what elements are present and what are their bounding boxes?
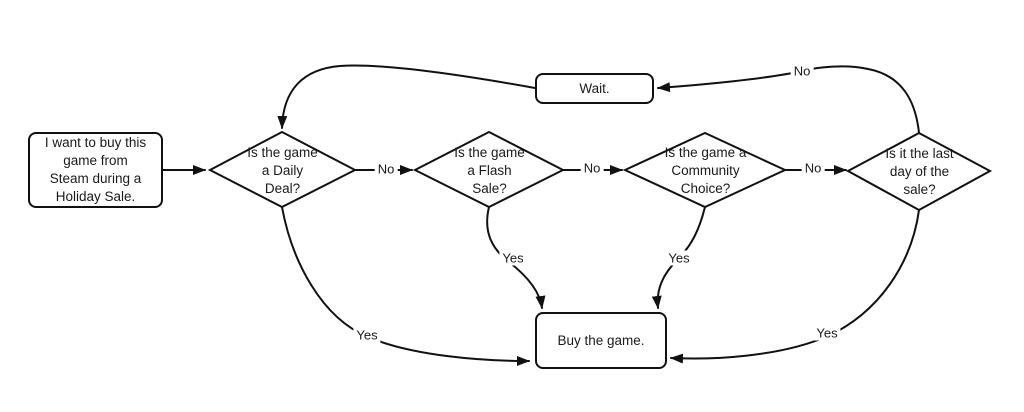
decision-last-day: Is it the last day of the sale? (851, 141, 988, 203)
decision-last-day-label: Is it the last day of the sale? (885, 146, 954, 197)
start-node-label: I want to buy this game from Steam durin… (44, 135, 147, 204)
edge-label-yes-flash-sale: Yes (499, 250, 527, 266)
decision-daily-deal-diamond (207, 130, 358, 209)
decision-community-choice: Is the game a Community Choice? (627, 140, 784, 202)
wait-node: Wait. (535, 73, 654, 104)
edge-label-no-daily-deal: No (374, 161, 398, 177)
edge-last-day-to-buy (670, 209, 920, 364)
edge-label-yes-daily-deal: Yes (353, 327, 381, 343)
edge-label-yes-last-day: Yes (813, 325, 841, 341)
edge-daily-deal-to-buy (281, 206, 530, 366)
decision-flash-sale: Is the game a Flash Sale? (419, 140, 560, 202)
decision-last-day-diamond (845, 131, 993, 212)
decision-daily-deal-label: Is the game a Daily Deal? (247, 145, 318, 196)
decision-daily-deal: Is the game a Daily Deal? (214, 140, 351, 202)
buy-node-label: Buy the game. (557, 332, 645, 348)
decision-flash-sale-label: Is the game a Flash Sale? (454, 145, 525, 196)
edge-label-no-last-day: No (790, 63, 814, 79)
wait-node-label: Wait. (579, 80, 610, 96)
edge-wait-to-daily-deal (277, 64, 536, 129)
buy-node: Buy the game. (535, 312, 667, 369)
edge-label-no-flash-sale: No (580, 160, 604, 176)
edge-label-no-community-choice: No (801, 160, 825, 176)
start-node: I want to buy this game from Steam durin… (28, 132, 163, 208)
edge-label-yes-community-choice: Yes (665, 250, 693, 266)
decision-community-choice-label: Is the game a Community Choice? (664, 145, 747, 196)
edge-last-day-to-wait (657, 65, 920, 134)
decision-flash-sale-diamond (412, 130, 566, 209)
decision-community-choice-diamond (622, 131, 788, 209)
